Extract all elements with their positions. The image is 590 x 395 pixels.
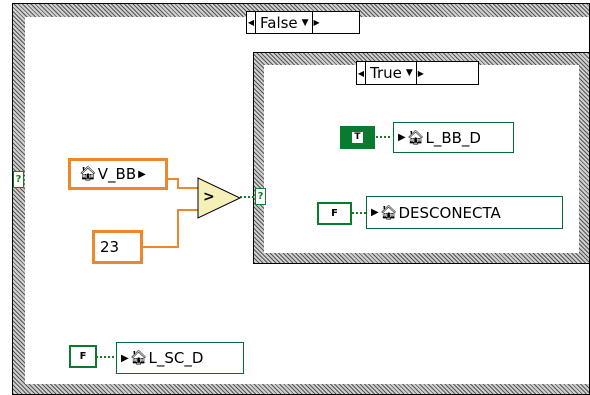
v-bb-label: V_BB (97, 165, 137, 183)
true-constant-label: T (352, 132, 363, 143)
increment-arrow-icon[interactable]: ▶ (311, 12, 321, 33)
outer-selector-tunnel[interactable]: ? (13, 171, 24, 188)
v-bb-local-variable[interactable]: 🏠︎ V_BB ▶ (68, 158, 168, 190)
inner-case-selector[interactable]: ◀ True ▼ ▶ (356, 61, 479, 85)
house-icon: 🏠︎ (79, 166, 97, 182)
constant-23-value: 23 (100, 238, 120, 256)
inner-case-label: True (370, 64, 402, 82)
decrement-arrow-icon[interactable]: ◀ (357, 62, 366, 84)
false-constant[interactable]: F (317, 202, 352, 225)
dropdown-arrow-icon[interactable]: ▼ (301, 17, 309, 28)
house-icon: 🏠︎ (379, 204, 398, 221)
outer-case-selector[interactable]: ◀ False ▼ ▶ (246, 11, 360, 34)
numeric-constant-23[interactable]: 23 (92, 230, 143, 264)
play-arrow-icon: ▶ (121, 352, 129, 364)
l-bb-d-label: L_BB_D (425, 128, 481, 147)
l-bb-d-local-variable[interactable]: ▶ 🏠︎ L_BB_D (393, 122, 514, 153)
decrement-arrow-icon[interactable]: ◀ (247, 12, 256, 33)
play-arrow-icon: ▶ (138, 168, 146, 180)
false-constant-label: F (331, 208, 338, 219)
inner-selector-tunnel[interactable]: ? (255, 188, 266, 205)
desconecta-label: DESCONECTA (398, 203, 501, 222)
false-constant[interactable]: F (69, 345, 97, 368)
house-icon: 🏠︎ (129, 350, 148, 366)
play-arrow-icon: ▶ (371, 207, 379, 218)
play-arrow-icon: ▶ (398, 132, 406, 143)
house-icon: 🏠︎ (406, 129, 425, 146)
false-constant-label: F (79, 351, 87, 362)
outer-case-label: False (260, 13, 298, 32)
true-constant[interactable]: T (340, 126, 375, 149)
l-sc-d-local-variable[interactable]: ▶ 🏠︎ L_SC_D (116, 342, 244, 374)
l-sc-d-label: L_SC_D (148, 349, 204, 367)
desconecta-local-variable[interactable]: ▶ 🏠︎ DESCONECTA (366, 196, 563, 229)
increment-arrow-icon[interactable]: ▶ (415, 62, 425, 84)
dropdown-arrow-icon[interactable]: ▼ (405, 68, 413, 78)
